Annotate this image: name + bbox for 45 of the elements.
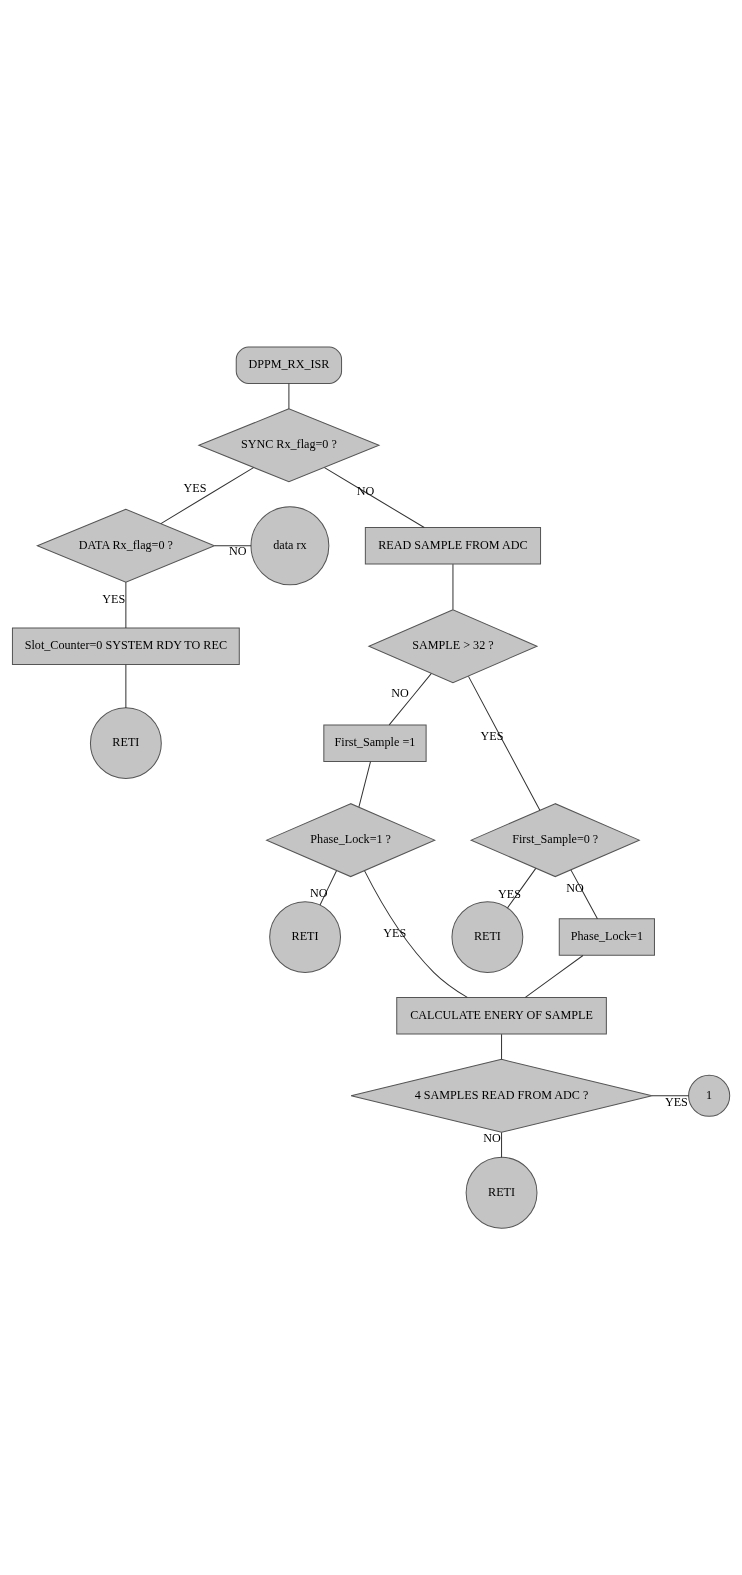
edge-label: NO xyxy=(483,1130,501,1145)
node-box: First_Sample =1 xyxy=(323,724,427,762)
edge-label: YES xyxy=(664,1094,688,1109)
edge-label: NO xyxy=(309,886,328,901)
node-box: Phase_Lock=1 xyxy=(558,918,655,956)
node-circle: RETI xyxy=(89,707,162,780)
connector xyxy=(319,870,337,906)
node-box: READ SAMPLE FROM ADC xyxy=(364,527,542,565)
node-box: Slot_Counter=0 SYSTEM RDY TO REC xyxy=(11,627,240,665)
connector xyxy=(160,467,255,525)
connector xyxy=(467,675,541,811)
connector xyxy=(214,545,252,547)
edge-label: NO xyxy=(391,685,409,700)
connector xyxy=(288,383,290,410)
edge-label: YES xyxy=(480,728,504,743)
node-diamond: Phase_Lock=1 ? xyxy=(265,803,436,878)
connector xyxy=(524,955,584,998)
edge-label: NO xyxy=(566,880,584,895)
node-box: DPPM_RX_ISR xyxy=(235,346,343,384)
node-circle: data rx xyxy=(250,506,330,586)
node-diamond: SAMPLE > 32 ? xyxy=(367,609,539,684)
node-circle: 1 xyxy=(688,1074,731,1117)
connector xyxy=(364,870,468,998)
node-circle: RETI xyxy=(269,901,342,974)
node-circle: RETI xyxy=(465,1156,538,1229)
connector xyxy=(125,664,127,709)
edge-label: NO xyxy=(228,544,247,559)
connector xyxy=(452,563,454,610)
connector xyxy=(501,1033,503,1060)
connector xyxy=(501,1131,503,1158)
connector xyxy=(570,869,598,920)
connector xyxy=(358,761,372,808)
connector xyxy=(125,581,127,629)
connector xyxy=(651,1095,690,1097)
connector xyxy=(388,673,432,726)
node-diamond: DATA Rx_flag=0 ? xyxy=(36,508,216,583)
node-diamond: SYNC Rx_flag=0 ? xyxy=(197,408,381,483)
node-diamond: 4 SAMPLES READ FROM ADC ? xyxy=(350,1058,653,1133)
connector xyxy=(324,467,425,528)
edge-label: YES xyxy=(102,591,126,606)
node-box: CALCULATE ENERY OF SAMPLE xyxy=(396,997,607,1035)
edge-label: YES xyxy=(183,481,207,496)
node-circle: RETI xyxy=(451,901,524,974)
node-diamond: First_Sample=0 ? xyxy=(469,803,641,878)
edge-label: YES xyxy=(383,926,407,941)
